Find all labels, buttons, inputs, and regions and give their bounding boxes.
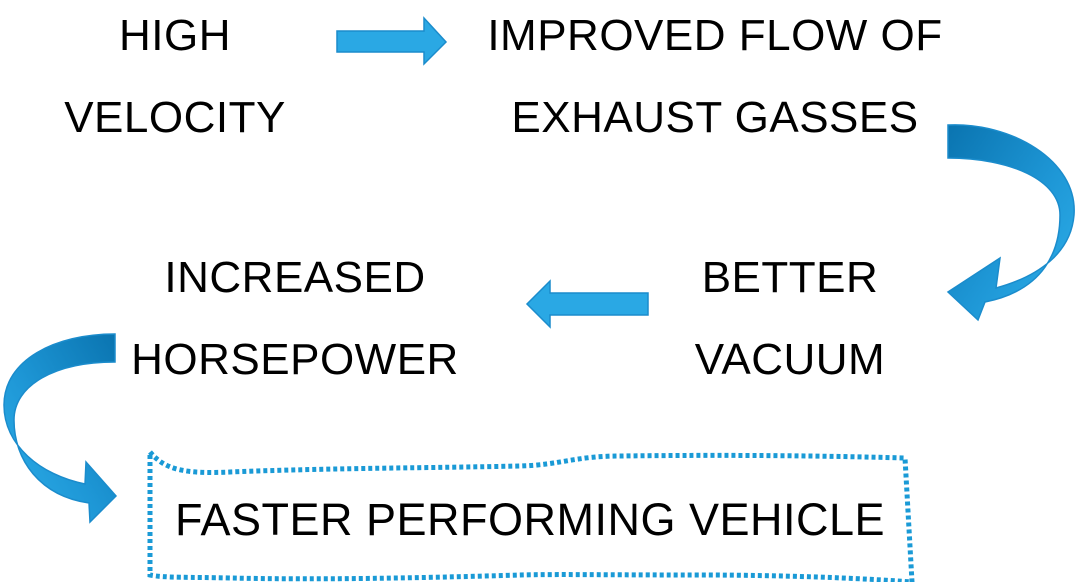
node-final-label: FASTER PERFORMING VEHICLE (174, 494, 886, 545)
node-improved-flow-line2: EXHAUST GASSES (511, 93, 919, 142)
node-increased-horsepower: INCREASED HORSEPOWER (110, 237, 480, 401)
node-improved-flow-line1: IMPROVED FLOW OF (487, 11, 943, 60)
node-high-velocity-line1: HIGH (119, 11, 231, 60)
node-increased-horsepower-line2: HORSEPOWER (131, 335, 459, 384)
node-high-velocity-line2: VELOCITY (64, 93, 286, 142)
node-high-velocity: HIGH VELOCITY (40, 0, 310, 159)
node-faster-performing-vehicle: FASTER PERFORMING VEHICLE (150, 478, 910, 562)
curved-arrow-right (946, 124, 1075, 322)
node-improved-flow: IMPROVED FLOW OF EXHAUST GASSES (470, 0, 960, 159)
curved-arrow-left (3, 333, 118, 524)
node-increased-horsepower-line1: INCREASED (164, 253, 426, 302)
final-outcome-frame (147, 445, 915, 582)
node-better-vacuum: BETTER VACUUM (660, 237, 920, 401)
node-better-vacuum-line2: VACUUM (694, 335, 886, 384)
arrow-right-1 (336, 16, 448, 66)
node-better-vacuum-line1: BETTER (701, 253, 879, 302)
arrow-left-1 (525, 279, 649, 329)
